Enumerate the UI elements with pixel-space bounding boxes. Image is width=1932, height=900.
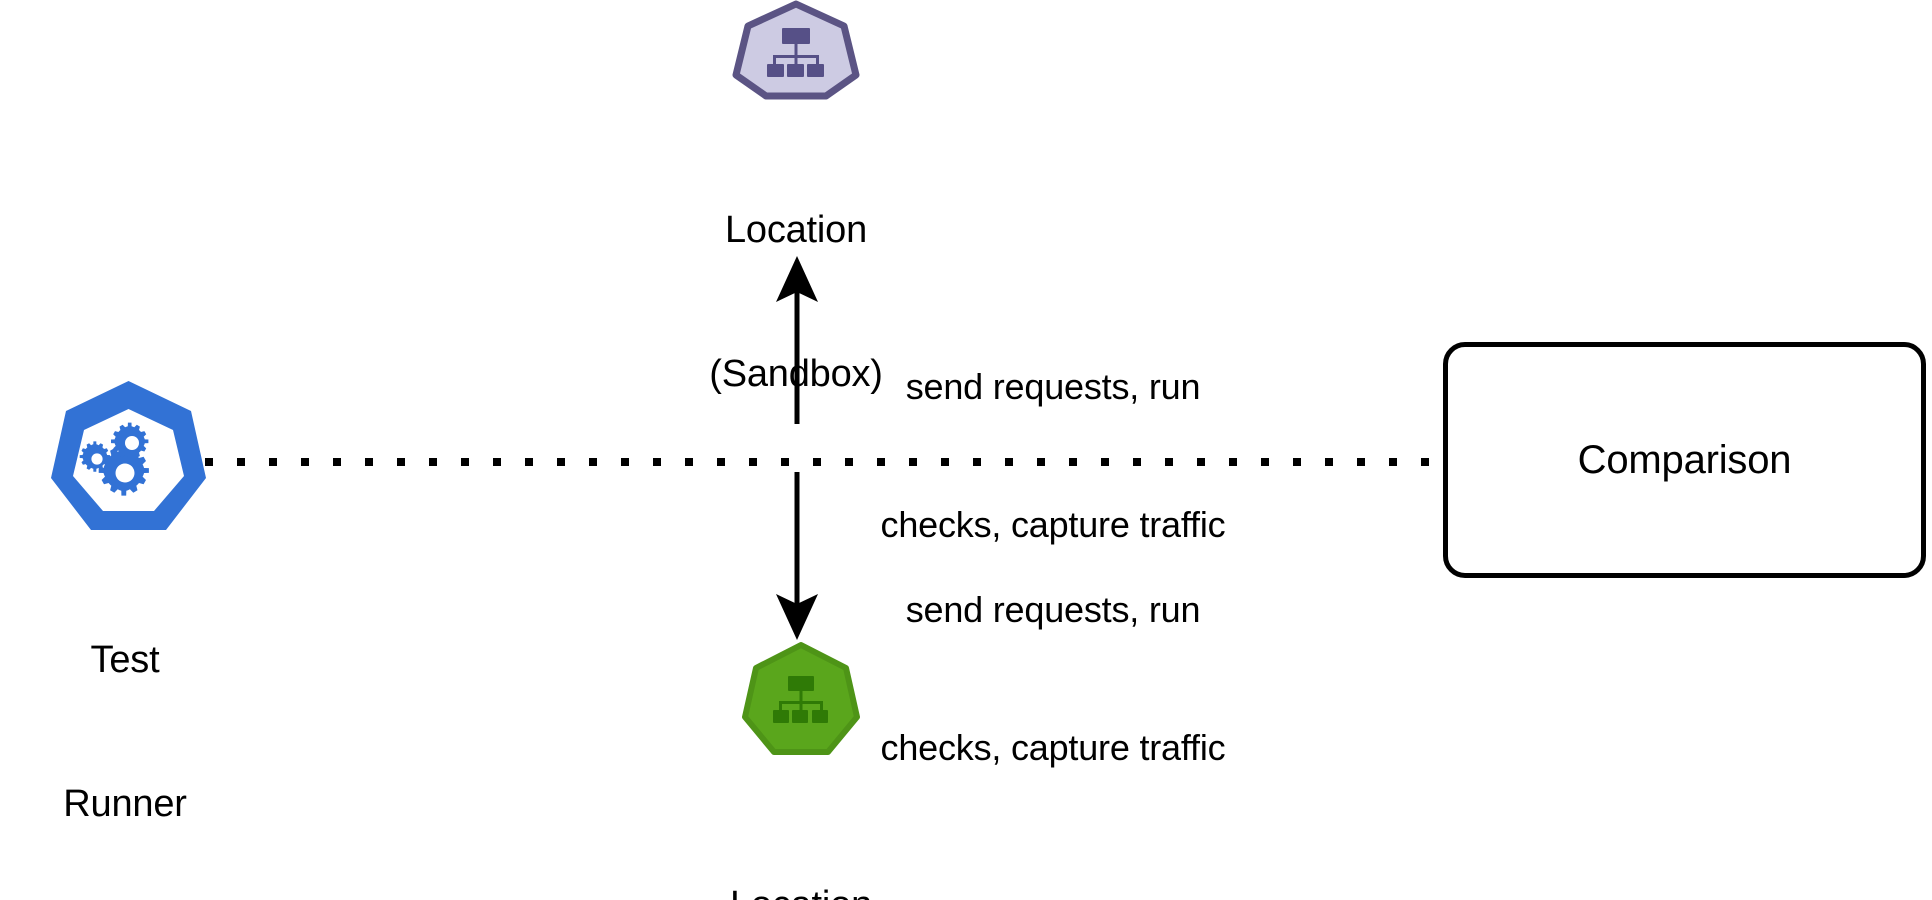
dotted-line-dot bbox=[1101, 458, 1109, 466]
sandbox-node-icon[interactable] bbox=[731, 0, 861, 100]
dotted-line-dot bbox=[685, 458, 693, 466]
edge-runner-to-baseline-label: send requests, run checks, capture traff… bbox=[818, 495, 1288, 863]
edge-runner-to-comparison-dotted-line bbox=[205, 458, 1440, 466]
baseline-label-line1: Location bbox=[451, 881, 1151, 900]
dotted-line-dot bbox=[1133, 458, 1141, 466]
dotted-line-dot bbox=[1293, 458, 1301, 466]
dotted-line-dot bbox=[461, 458, 469, 466]
edge-up-label-line1: send requests, run bbox=[905, 366, 1201, 407]
dotted-line-dot bbox=[269, 458, 277, 466]
comparison-box-label: Comparison bbox=[1577, 437, 1792, 482]
dotted-line-dot bbox=[813, 458, 821, 466]
dotted-line-dot bbox=[749, 458, 757, 466]
dotted-line-dot bbox=[845, 458, 853, 466]
dotted-line-dot bbox=[589, 458, 597, 466]
dotted-line-dot bbox=[1197, 458, 1205, 466]
dotted-line-dot bbox=[365, 458, 373, 466]
dotted-line-dot bbox=[621, 458, 629, 466]
dotted-line-dot bbox=[1005, 458, 1013, 466]
dotted-line-dot bbox=[1037, 458, 1045, 466]
test-runner-node-label: Test Runner bbox=[0, 540, 250, 900]
dotted-line-dot bbox=[781, 458, 789, 466]
dotted-line-dot bbox=[301, 458, 309, 466]
dotted-line-dot bbox=[909, 458, 917, 466]
dotted-line-dot bbox=[1325, 458, 1333, 466]
dotted-line-dot bbox=[717, 458, 725, 466]
hierarchy-icon bbox=[767, 28, 824, 77]
dotted-line-dot bbox=[557, 458, 565, 466]
dotted-line-dot bbox=[1357, 458, 1365, 466]
edge-runner-to-baseline-arrow bbox=[776, 472, 818, 640]
kubernetes-gears-icon bbox=[79, 422, 149, 496]
sandbox-node-label: Location (Sandbox) bbox=[566, 110, 1026, 494]
dotted-line-dot bbox=[333, 458, 341, 466]
dotted-line-dot bbox=[205, 458, 213, 466]
dotted-line-dot bbox=[1165, 458, 1173, 466]
dotted-line-dot bbox=[525, 458, 533, 466]
edge-runner-to-sandbox-label: send requests, run checks, capture traff… bbox=[818, 272, 1288, 640]
edge-up-label-line2: checks, capture traffic bbox=[880, 504, 1226, 545]
dotted-line-dot bbox=[1421, 458, 1429, 466]
sandbox-label-line1: Location bbox=[724, 209, 868, 251]
dotted-line-dot bbox=[237, 458, 245, 466]
dotted-line-dot bbox=[493, 458, 501, 466]
dotted-line-dot bbox=[941, 458, 949, 466]
edge-runner-to-sandbox-arrow bbox=[776, 256, 818, 424]
dotted-line-dot bbox=[397, 458, 405, 466]
edge-down-label-line2: checks, capture traffic bbox=[880, 727, 1226, 768]
dotted-line-dot bbox=[1229, 458, 1237, 466]
dotted-line-dot bbox=[877, 458, 885, 466]
test-runner-label-line2: Runner bbox=[63, 783, 187, 825]
heptagon-shape bbox=[51, 381, 206, 530]
comparison-box[interactable]: Comparison bbox=[1443, 342, 1926, 578]
baseline-node-icon[interactable] bbox=[740, 640, 862, 760]
dotted-line-dot bbox=[429, 458, 437, 466]
dotted-line-dot bbox=[1389, 458, 1397, 466]
hierarchy-icon bbox=[773, 676, 828, 723]
test-runner-label-line1: Test bbox=[90, 639, 160, 681]
dotted-line-dot bbox=[653, 458, 661, 466]
test-runner-node-icon[interactable] bbox=[46, 375, 211, 543]
edge-down-label-line1: send requests, run bbox=[905, 589, 1201, 630]
dotted-line-dot bbox=[973, 458, 981, 466]
dotted-line-dot bbox=[1261, 458, 1269, 466]
baseline-node-label: Location (reference == baseline) bbox=[451, 785, 1151, 900]
dotted-line-dot bbox=[1069, 458, 1077, 466]
